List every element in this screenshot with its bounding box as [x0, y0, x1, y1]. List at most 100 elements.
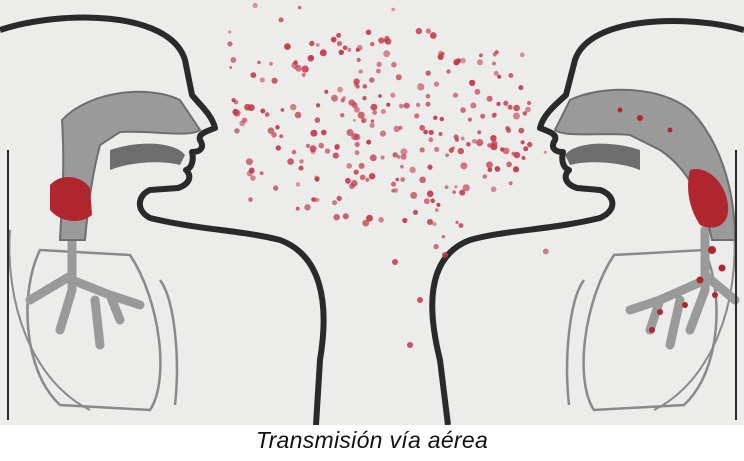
droplet — [494, 71, 499, 76]
droplet — [378, 217, 384, 223]
droplet — [391, 62, 397, 68]
droplet — [453, 93, 458, 98]
droplet — [337, 87, 343, 93]
droplet — [477, 130, 481, 134]
droplet — [343, 213, 349, 219]
droplet — [353, 119, 356, 122]
droplet — [460, 58, 466, 64]
droplet — [376, 62, 381, 67]
droplet — [359, 163, 365, 169]
droplet — [400, 165, 404, 169]
droplet — [249, 168, 255, 174]
droplet — [343, 46, 348, 51]
droplet — [396, 74, 402, 80]
droplet — [394, 126, 400, 132]
droplet — [347, 48, 351, 52]
droplet — [417, 297, 423, 303]
droplet — [487, 96, 493, 102]
droplet — [252, 3, 257, 8]
droplet — [370, 123, 375, 128]
droplet — [468, 118, 472, 122]
droplet — [279, 134, 283, 138]
droplet — [391, 8, 395, 12]
droplet — [463, 184, 470, 191]
droplet — [250, 72, 256, 78]
droplet — [354, 134, 361, 141]
droplet — [287, 158, 294, 165]
droplet — [358, 112, 365, 119]
droplet — [295, 112, 302, 119]
droplet — [345, 178, 351, 184]
droplet — [355, 150, 360, 155]
droplet — [424, 198, 430, 204]
droplet — [480, 114, 485, 119]
droplet — [315, 117, 321, 123]
droplet — [276, 145, 281, 150]
droplet — [544, 151, 547, 154]
droplet — [399, 104, 404, 109]
droplet — [459, 223, 464, 228]
droplet — [227, 41, 232, 46]
droplet — [413, 210, 418, 215]
droplet — [429, 130, 434, 135]
droplet — [250, 175, 256, 181]
droplet — [296, 207, 300, 211]
droplet — [306, 144, 310, 148]
droplet — [380, 131, 386, 137]
droplet — [311, 149, 316, 154]
droplet — [527, 142, 532, 147]
illustration-background — [0, 0, 744, 425]
droplet — [265, 112, 270, 117]
droplet — [477, 59, 483, 65]
droplet — [475, 89, 481, 95]
droplet — [490, 135, 496, 141]
droplet — [244, 104, 251, 111]
droplet — [298, 6, 301, 9]
droplet — [416, 103, 420, 107]
droplet — [307, 55, 314, 62]
droplet — [272, 78, 278, 84]
droplet — [268, 127, 275, 134]
droplet — [440, 117, 444, 121]
droplet — [439, 132, 443, 136]
droplet — [509, 181, 513, 185]
droplet — [232, 109, 238, 115]
droplet — [497, 75, 501, 79]
droplet — [324, 90, 328, 94]
droplet — [419, 177, 426, 184]
droplet — [228, 30, 231, 33]
droplet — [442, 235, 445, 238]
transmission-illustration — [0, 0, 744, 425]
droplet — [427, 219, 433, 225]
droplet — [355, 142, 360, 147]
droplet — [521, 140, 525, 144]
droplet — [281, 108, 285, 112]
droplet — [310, 130, 317, 137]
droplet — [410, 167, 416, 173]
droplet — [316, 103, 320, 107]
droplet — [357, 45, 363, 51]
droplet — [393, 188, 398, 193]
droplet — [381, 109, 386, 114]
droplet — [360, 175, 365, 180]
droplet — [246, 158, 253, 165]
droplet — [423, 130, 428, 135]
droplet — [331, 37, 337, 43]
droplet — [455, 138, 459, 142]
droplet — [402, 218, 407, 223]
droplet — [321, 130, 327, 136]
droplet — [433, 116, 437, 120]
droplet — [239, 120, 245, 126]
droplet — [319, 143, 325, 149]
droplet — [275, 125, 279, 129]
droplet — [284, 43, 291, 50]
droplet — [483, 174, 488, 179]
droplet — [366, 215, 373, 222]
droplet — [349, 183, 355, 189]
droplet — [309, 41, 314, 46]
droplet — [513, 113, 520, 120]
droplet — [304, 204, 310, 210]
droplet — [493, 113, 497, 117]
droplet — [292, 150, 297, 155]
droplet — [371, 119, 374, 122]
